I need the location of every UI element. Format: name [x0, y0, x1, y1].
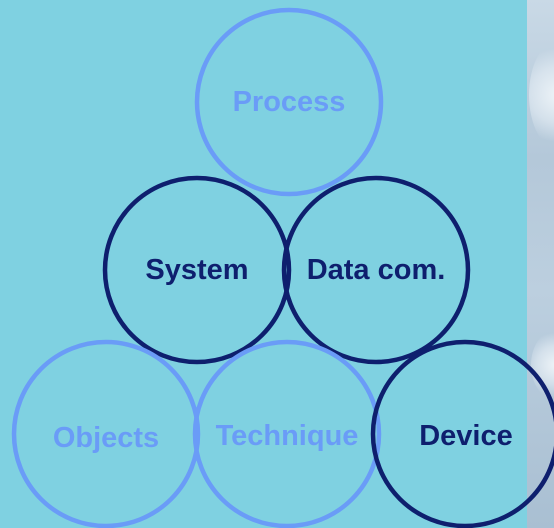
circle-label: Process: [233, 86, 346, 118]
circle-label: Data com.: [307, 254, 446, 286]
background-highlight: [531, 330, 554, 400]
circle-device: Device: [370, 339, 554, 528]
circle-ring: [370, 339, 554, 528]
circle-label: System: [145, 254, 248, 286]
background-photo-strip: [527, 0, 554, 528]
circle-label: Objects: [53, 422, 159, 454]
circle-system: System: [102, 175, 292, 365]
circle-technique: Technique: [192, 339, 382, 528]
circle-label: Technique: [216, 420, 359, 452]
circle-ring: [192, 339, 382, 528]
circle-process: Process: [194, 7, 384, 197]
circle-data-com: Data com.: [281, 175, 471, 365]
circle-ring: [281, 175, 471, 365]
circle-label: Device: [419, 420, 513, 452]
circle-ring: [11, 339, 201, 528]
circle-objects: Objects: [11, 339, 201, 528]
circle-ring: [194, 7, 384, 197]
circle-ring: [102, 175, 292, 365]
